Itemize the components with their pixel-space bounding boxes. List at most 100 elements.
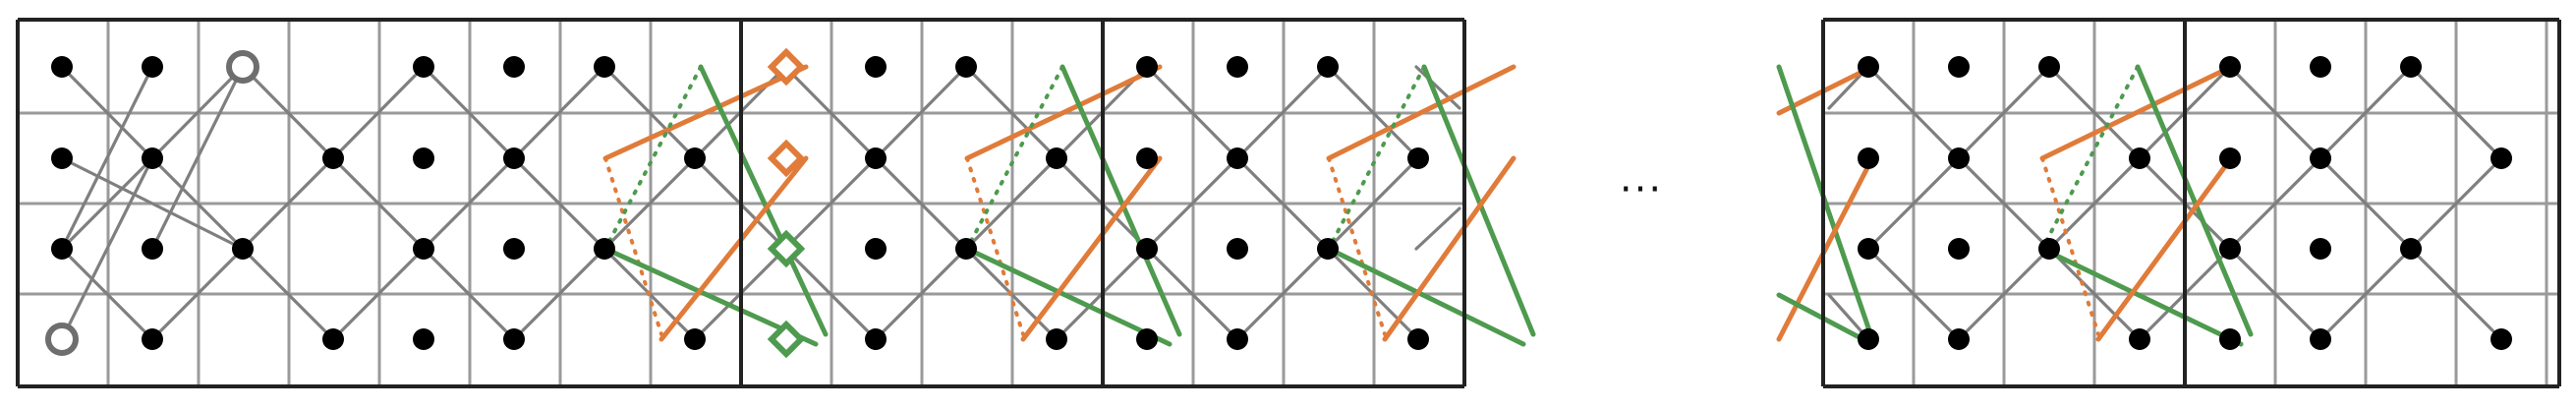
qubit-node bbox=[503, 56, 525, 78]
qubit-node bbox=[1046, 147, 1067, 169]
wire bbox=[602, 65, 697, 160]
green-coupling-line bbox=[1326, 246, 1526, 347]
qubit-node bbox=[865, 56, 887, 78]
wire bbox=[2318, 247, 2413, 341]
grid-lines bbox=[18, 20, 2559, 386]
wire bbox=[512, 156, 606, 251]
qubit-node bbox=[1046, 328, 1067, 350]
qubit-node bbox=[413, 328, 434, 350]
wire bbox=[150, 156, 245, 251]
wire bbox=[602, 156, 697, 251]
wire bbox=[422, 247, 516, 341]
green-dotted-coupling-line bbox=[2040, 65, 2140, 251]
green-coupling-line bbox=[2039, 246, 2244, 347]
orange-dotted-coupling-line bbox=[603, 156, 663, 336]
qubit-node bbox=[2310, 147, 2331, 169]
qubit-node bbox=[1317, 56, 1339, 78]
qubit-node bbox=[2490, 328, 2512, 350]
qubit-node bbox=[1136, 328, 1158, 350]
qubit-node bbox=[142, 147, 163, 169]
qubit-node bbox=[1858, 56, 1879, 78]
qubit-node bbox=[1858, 238, 1879, 260]
orange-coupling-line bbox=[1776, 155, 1875, 342]
qubit-node bbox=[2038, 238, 2060, 260]
qubit-node bbox=[2400, 238, 2422, 260]
boundary-node-green bbox=[767, 229, 806, 268]
wire bbox=[1145, 247, 1239, 341]
qubit-node bbox=[413, 238, 434, 260]
wire bbox=[150, 65, 245, 251]
qubit-node bbox=[1227, 147, 1248, 169]
green-coupling-line bbox=[1059, 64, 1182, 337]
wire bbox=[1145, 156, 1239, 251]
orange-coupling-line bbox=[658, 155, 809, 342]
boundary-node-orange bbox=[767, 139, 806, 178]
qubit-node bbox=[865, 328, 887, 350]
qubit-node bbox=[1136, 56, 1158, 78]
wire bbox=[241, 247, 335, 341]
qubit-node bbox=[142, 56, 163, 78]
orange-coupling-line bbox=[1382, 155, 1517, 342]
qubit-node bbox=[1227, 238, 1248, 260]
wire bbox=[1235, 247, 1330, 341]
wire bbox=[60, 156, 154, 251]
qubit-node bbox=[2219, 238, 2241, 260]
wire bbox=[2318, 65, 2413, 160]
qubit-node bbox=[1948, 147, 1970, 169]
qubit-node bbox=[594, 56, 615, 78]
wire bbox=[874, 247, 968, 341]
colored-coupling-layer bbox=[602, 64, 2254, 347]
qubit-node bbox=[1858, 147, 1879, 169]
wire bbox=[2409, 247, 2503, 341]
orange-coupling-line bbox=[964, 64, 1163, 161]
wire bbox=[2228, 65, 2322, 160]
qubit-node bbox=[232, 238, 254, 260]
wire bbox=[2047, 247, 2142, 341]
wire bbox=[1866, 247, 1961, 341]
wire bbox=[783, 65, 878, 160]
wire bbox=[2318, 156, 2413, 251]
qubit-node bbox=[865, 238, 887, 260]
wire bbox=[331, 247, 426, 341]
qubit-node bbox=[503, 238, 525, 260]
qubit-node bbox=[1136, 238, 1158, 260]
wire bbox=[1235, 65, 1330, 160]
qubit-node bbox=[413, 147, 434, 169]
qubit-node bbox=[413, 56, 434, 78]
qubit-node bbox=[1317, 238, 1339, 260]
qubit-node bbox=[503, 328, 525, 350]
wire bbox=[2047, 65, 2142, 160]
wire bbox=[331, 156, 426, 251]
orange-coupling-line bbox=[2095, 155, 2234, 342]
qubit-node bbox=[1948, 328, 1970, 350]
qubit-node bbox=[2219, 328, 2241, 350]
wire bbox=[422, 65, 516, 160]
qubit-node bbox=[1136, 147, 1158, 169]
qubit-node bbox=[1858, 328, 1879, 350]
qubit-node bbox=[684, 147, 706, 169]
wire bbox=[150, 247, 245, 341]
qubit-node bbox=[1407, 147, 1429, 169]
wire bbox=[241, 65, 335, 160]
wire bbox=[1866, 156, 1961, 251]
wire bbox=[2409, 156, 2503, 251]
wire bbox=[1145, 65, 1239, 160]
orange-coupling-line bbox=[602, 64, 809, 161]
green-coupling-line bbox=[964, 246, 1173, 347]
wire bbox=[422, 156, 516, 251]
qubit-node bbox=[2310, 328, 2331, 350]
qubit-node bbox=[955, 238, 977, 260]
wire bbox=[1326, 156, 1420, 251]
green-coupling-line bbox=[1776, 64, 1875, 342]
wire bbox=[512, 247, 606, 341]
green-dotted-coupling-line bbox=[603, 65, 703, 251]
qubit-node bbox=[2129, 328, 2150, 350]
wire bbox=[2228, 247, 2322, 341]
wire bbox=[150, 65, 245, 160]
qubit-node bbox=[51, 56, 73, 78]
wire bbox=[874, 65, 968, 160]
wire bbox=[2228, 156, 2322, 251]
wire bbox=[1957, 65, 2051, 160]
ellipsis-gap-marker: ··· bbox=[1619, 167, 1664, 212]
